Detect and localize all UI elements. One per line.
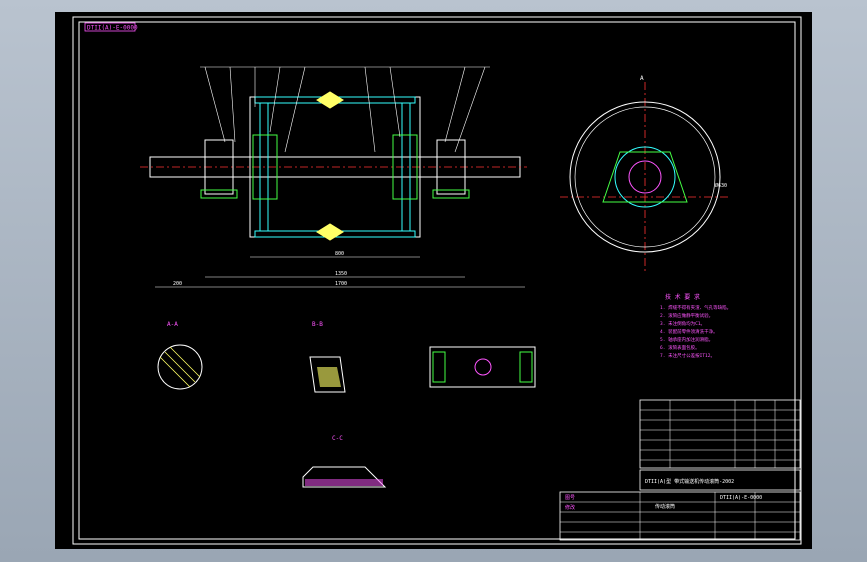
side-view: A Ø630 bbox=[560, 75, 730, 272]
cad-viewport[interactable]: DTII(A)-E-0000 bbox=[55, 12, 812, 549]
lagging-profile-fill bbox=[305, 479, 383, 486]
bearing-seat-outline bbox=[429, 346, 536, 388]
bearing-seat-center bbox=[474, 358, 492, 376]
shaft-circle bbox=[628, 160, 662, 194]
leader-lines bbox=[200, 66, 490, 153]
section-label-b: B-B bbox=[312, 321, 323, 328]
stamp-label: 修改 bbox=[565, 504, 575, 511]
parts-list-box bbox=[639, 399, 801, 469]
hub-left bbox=[252, 134, 278, 200]
dim-drum: 800 bbox=[335, 251, 344, 257]
drawing-frame-inner bbox=[78, 21, 796, 540]
top-left-stamp: DTII(A)-E-0000 bbox=[87, 25, 138, 32]
weld-fill bbox=[317, 367, 341, 387]
top-left-stamp-box bbox=[84, 22, 136, 32]
main-assembly-view: 1700 1350 800 200 bbox=[140, 66, 527, 288]
hub-right bbox=[392, 134, 418, 200]
shaft-section-circle bbox=[157, 344, 203, 390]
lagging-pattern-top bbox=[316, 91, 344, 109]
lagging-profile bbox=[302, 466, 387, 488]
dim-left: 200 bbox=[173, 281, 182, 287]
tech-title: 技 术 要 求 bbox=[665, 293, 700, 301]
tech-line-5: 5. 轴承座内加注润滑脂。 bbox=[660, 336, 713, 343]
title-block: DTII(A)型 带式输送机传动滚筒-2002 传动滚筒 DTII(A)-E-0… bbox=[559, 399, 801, 541]
section-a: A-A bbox=[157, 321, 203, 390]
bearing-seat-view bbox=[429, 346, 536, 388]
bearing-housing-left bbox=[204, 139, 234, 195]
section-label-c: C-C bbox=[332, 435, 343, 442]
dim-total: 1700 bbox=[335, 281, 347, 287]
section-label-a: A-A bbox=[167, 321, 178, 328]
bearing-base-right bbox=[432, 189, 470, 199]
bearing-seat-right-pad bbox=[519, 351, 533, 383]
drawing-frame-outer bbox=[72, 16, 802, 545]
tech-requirements: 技 术 要 求 1. 焊缝不得有夹渣、气孔等缺陷。 2. 滚筒应做静平衡试验。 … bbox=[660, 293, 731, 359]
lagging-pattern-bottom bbox=[316, 223, 344, 241]
title-block-sub: 传动滚筒 bbox=[655, 503, 675, 510]
section-c: C-C bbox=[302, 435, 387, 488]
title-block-main bbox=[639, 469, 801, 491]
tech-line-6: 6. 滚筒表面包胶。 bbox=[660, 344, 700, 351]
tech-line-2: 2. 滚筒应做静平衡试验。 bbox=[660, 312, 713, 319]
title-block-name: DTII(A)型 带式输送机传动滚筒-2002 bbox=[645, 478, 734, 485]
tech-line-1: 1. 焊缝不得有夹渣、气孔等缺陷。 bbox=[660, 304, 731, 311]
dim-span: 1350 bbox=[335, 271, 347, 277]
drum-outer-circle bbox=[569, 101, 721, 253]
view-label: A bbox=[640, 75, 644, 82]
bearing-seat-left-pad bbox=[432, 351, 446, 383]
part-name-label: 图号 bbox=[565, 495, 575, 501]
drawing-number: DTII(A)-E-0000 bbox=[720, 495, 762, 501]
end-disc-right bbox=[401, 102, 411, 232]
title-block-lower bbox=[559, 491, 801, 541]
tech-line-7: 7. 未注尺寸公差按IT12。 bbox=[660, 352, 715, 359]
dim-diameter: Ø630 bbox=[715, 182, 727, 189]
shaft-section-hatch bbox=[159, 346, 201, 388]
drum-inner-circle bbox=[574, 106, 716, 248]
weld-detail bbox=[309, 356, 346, 393]
bearing-housing-right bbox=[436, 139, 466, 195]
hub-circle bbox=[614, 146, 676, 208]
cad-drawing[interactable]: DTII(A)-E-0000 bbox=[55, 12, 812, 549]
tech-line-4: 4. 装配前零件须清洗干净。 bbox=[660, 328, 718, 335]
end-disc-left bbox=[259, 102, 269, 232]
bearing-seat-side bbox=[602, 151, 688, 203]
tech-line-3: 3. 未注倒角均为C1。 bbox=[660, 320, 705, 327]
bearing-base-left bbox=[200, 189, 238, 199]
section-b: B-B bbox=[309, 321, 346, 393]
